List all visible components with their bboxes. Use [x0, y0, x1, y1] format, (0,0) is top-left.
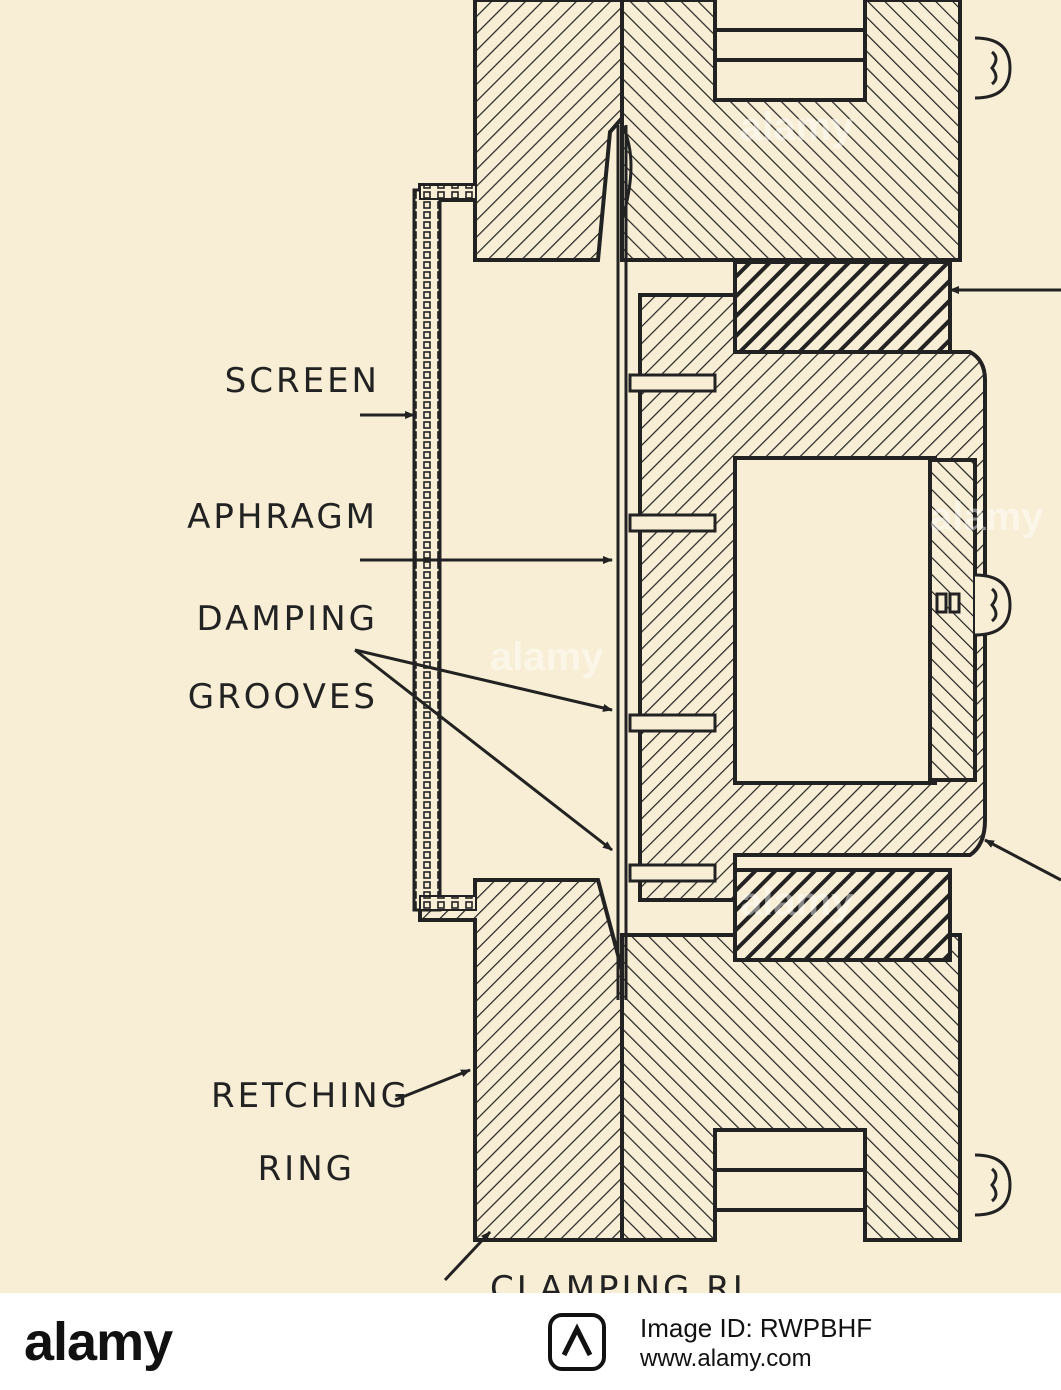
label-screen: SCREEN	[225, 361, 380, 401]
damping-grooves	[628, 373, 717, 883]
backplate	[638, 293, 987, 902]
stock-footer: alamy Image ID: RWPBHF www.alamy.com	[0, 1293, 1061, 1390]
watermarks: alamy alamy alamy alamy	[490, 105, 1044, 924]
labels: SCREEN APHRAGM DAMPING GROOVES RETCHING …	[187, 361, 746, 1293]
stretching-ring-bottom	[418, 878, 624, 1242]
screen	[412, 184, 477, 912]
label-stretching: RETCHING	[211, 1076, 410, 1116]
label-grooves: GROOVES	[188, 677, 378, 717]
transducer-cross-section-diagram: SCREEN APHRAGM DAMPING GROOVES RETCHING …	[187, 0, 1061, 1293]
terminal-screws	[935, 36, 1012, 1217]
svg-text:alamy: alamy	[490, 635, 604, 679]
alamy-logo-icon	[548, 1313, 606, 1371]
brand-logo: alamy	[24, 1312, 173, 1372]
label-ring: RING	[258, 1149, 355, 1189]
insulator-top	[733, 260, 952, 354]
diaphragm	[616, 124, 633, 1000]
svg-text:alamy: alamy	[740, 105, 854, 149]
stretching-ring-top	[418, 0, 624, 262]
clamping-ring-bottom	[620, 933, 962, 1242]
insulator-bottom	[733, 868, 952, 962]
svg-text:alamy: alamy	[740, 880, 854, 924]
label-damping: DAMPING	[197, 599, 379, 639]
label-diaphragm: APHRAGM	[187, 497, 378, 537]
svg-text:alamy: alamy	[930, 495, 1044, 539]
image-id: Image ID: RWPBHF	[640, 1313, 873, 1343]
site-url: www.alamy.com	[640, 1345, 812, 1372]
label-clamping: CLAMPING RI	[490, 1269, 746, 1293]
leader-arrows	[354, 286, 1061, 1282]
